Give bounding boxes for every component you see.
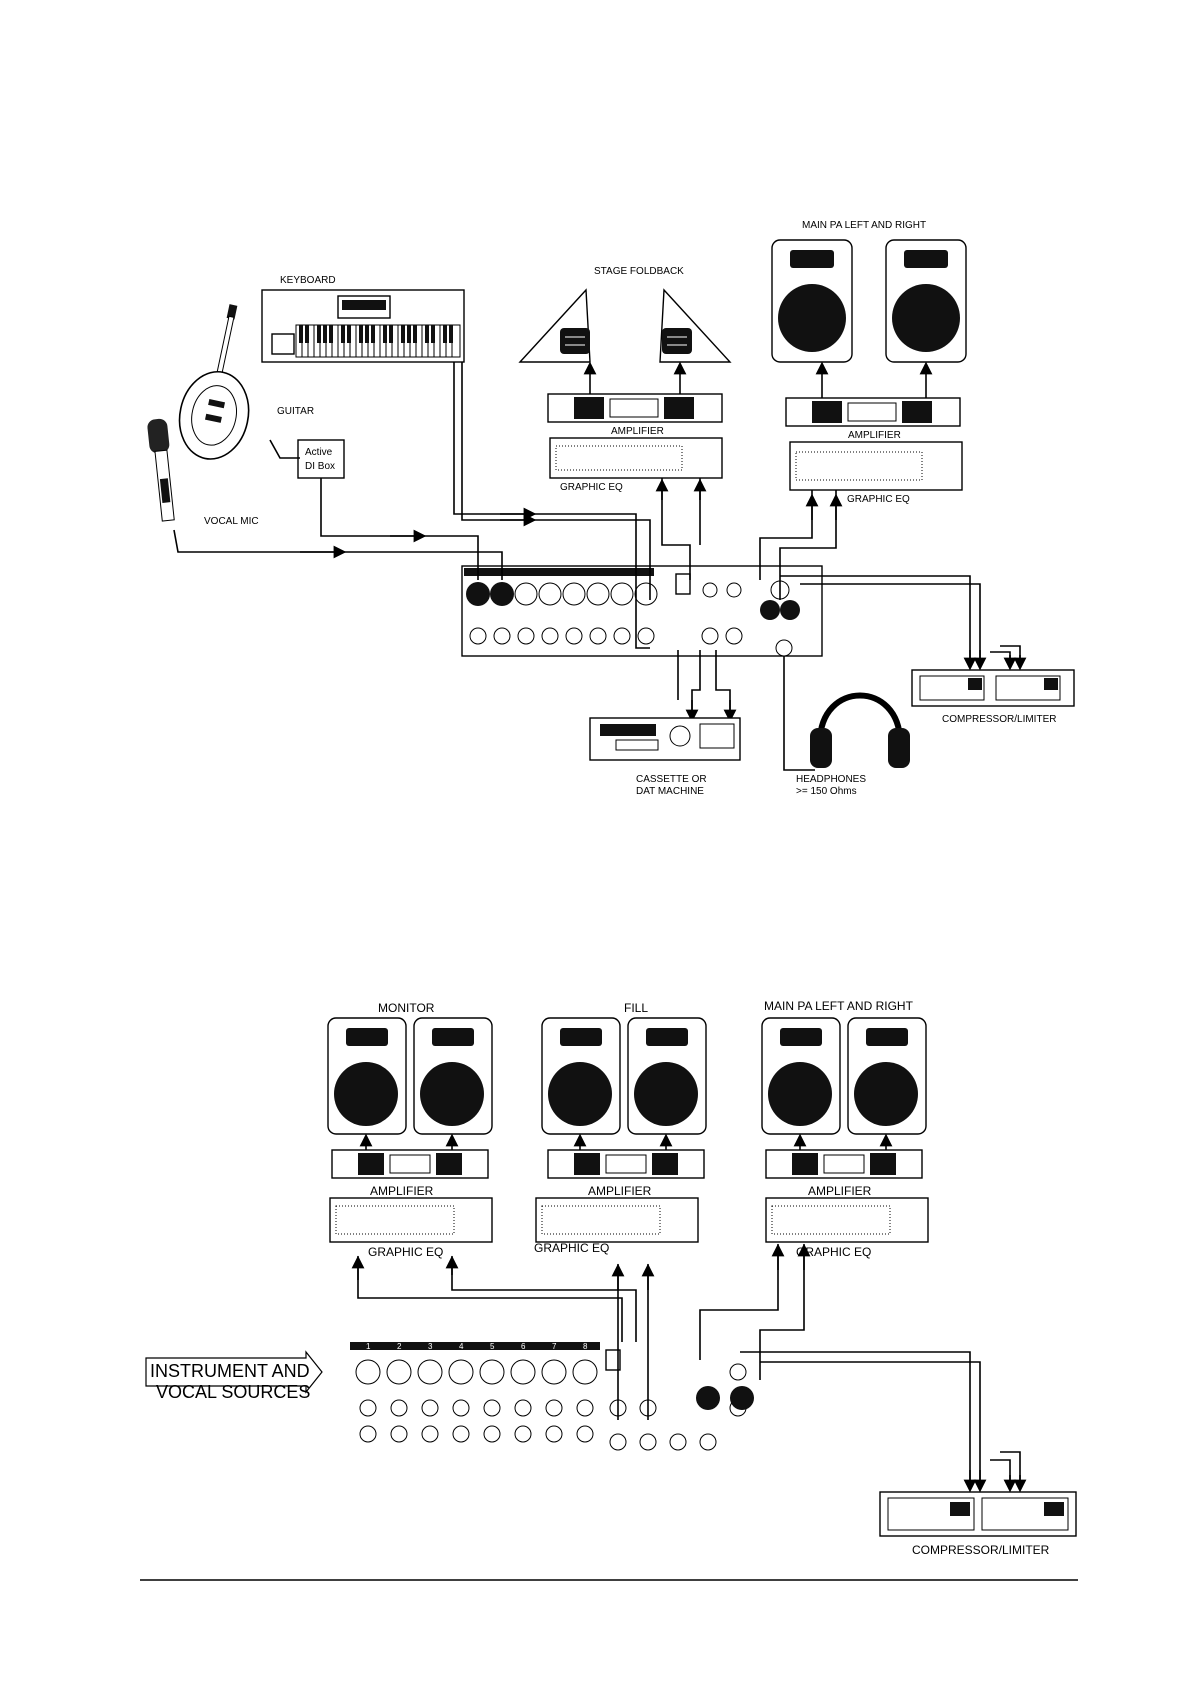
channel-number: 4: [459, 1342, 464, 1351]
guitar-label: GUITAR: [277, 406, 314, 417]
keyboard-label: KEYBOARD: [280, 275, 336, 286]
amplifier-1-label: AMPLIFIER: [370, 1184, 434, 1198]
cassette-deck: [589, 717, 741, 761]
foldback-wedge-left: [518, 288, 591, 363]
diagram-live-setup: KEYBOARD GUITAR Active DI Box VOCAL MIC …: [147, 220, 1075, 797]
graphic-eq-left-label: GRAPHIC EQ: [560, 482, 623, 493]
graphic-eq-monitor: [329, 1197, 493, 1243]
compressor-limiter-2: [879, 1491, 1077, 1537]
main-pa-label-2: MAIN PA LEFT AND RIGHT: [764, 999, 914, 1013]
sources-label-1: INSTRUMENT AND: [150, 1361, 310, 1381]
channel-number: 8: [583, 1342, 588, 1351]
di-box: [297, 439, 345, 479]
graphic-eq-3-label: GRAPHIC EQ: [796, 1245, 871, 1259]
graphic-eq-right-label: GRAPHIC EQ: [847, 494, 910, 505]
foldback-wedge-right: [659, 288, 732, 363]
graphic-eq-right: [789, 441, 963, 491]
di-box-label-1: Active: [305, 447, 333, 458]
channel-number: 1: [366, 1342, 371, 1351]
compressor-label: COMPRESSOR/LIMITER: [942, 714, 1056, 725]
amplifier-2-label: AMPLIFIER: [588, 1184, 652, 1198]
sources-arrow: [145, 1350, 323, 1394]
guitar-icon: [178, 304, 250, 460]
diagram-multi-zone: MONITOR FILL MAIN PA LEFT AND RIGHT: [145, 999, 1077, 1557]
amplifier-right: [785, 397, 961, 427]
amplifier-right-label: AMPLIFIER: [848, 430, 901, 441]
main-pa-label: MAIN PA LEFT AND RIGHT: [802, 220, 926, 231]
fill-label: FILL: [624, 1001, 648, 1015]
channel-number: 6: [521, 1342, 526, 1351]
fill-speakers: [541, 1017, 707, 1135]
graphic-eq-1-label: GRAPHIC EQ: [368, 1245, 443, 1259]
stage-foldback-label: STAGE FOLDBACK: [594, 266, 684, 277]
graphic-eq-2-label: GRAPHIC EQ: [534, 1241, 609, 1255]
main-pa-speakers: [761, 1017, 927, 1135]
vocal-mic-label: VOCAL MIC: [204, 516, 259, 527]
amplifier-main: [765, 1149, 923, 1179]
amplifier-monitor: [331, 1149, 489, 1179]
mixer-console-2: 1 2 3 4 5 6 7 8: [350, 1342, 754, 1451]
keyboard-icon: [261, 289, 465, 363]
di-box-label-2: DI Box: [305, 461, 335, 472]
channel-number: 5: [490, 1342, 495, 1351]
main-pa-speaker-right: [885, 239, 967, 363]
headphones-label-2: >= 150 Ohms: [796, 786, 857, 797]
main-pa-speaker-left: [771, 239, 853, 363]
cassette-label-1: CASSETTE OR: [636, 774, 707, 785]
headphones-label-1: HEADPHONES: [796, 774, 866, 785]
monitor-label: MONITOR: [378, 1001, 435, 1015]
channel-number: 3: [428, 1342, 433, 1351]
amplifier-left: [547, 393, 723, 423]
amplifier-3-label: AMPLIFIER: [808, 1184, 872, 1198]
channel-number: 2: [397, 1342, 402, 1351]
channel-number: 7: [552, 1342, 557, 1351]
sources-label-2: VOCAL SOURCES: [156, 1382, 310, 1402]
headphones-icon: [810, 692, 910, 768]
graphic-eq-fill: [535, 1197, 699, 1243]
graphic-eq-left: [549, 437, 723, 479]
compressor-label-2: COMPRESSOR/LIMITER: [912, 1543, 1050, 1557]
compressor-limiter: [911, 669, 1075, 707]
graphic-eq-main: [765, 1197, 929, 1243]
amplifier-left-label: AMPLIFIER: [611, 426, 664, 437]
mixer-console: [461, 565, 823, 657]
microphone-icon: [147, 418, 175, 522]
cassette-label-2: DAT MACHINE: [636, 786, 704, 797]
amplifier-fill: [547, 1149, 705, 1179]
monitor-speakers: [327, 1017, 493, 1135]
